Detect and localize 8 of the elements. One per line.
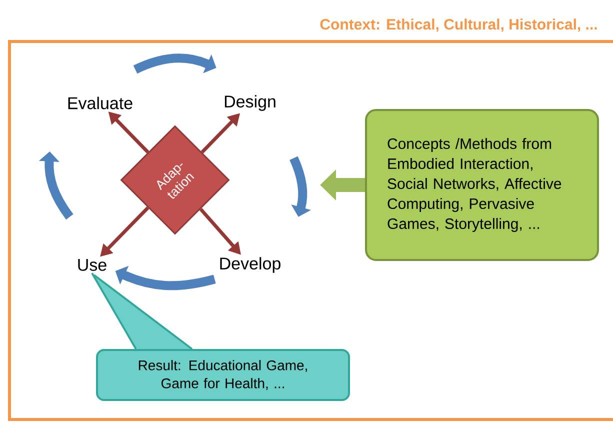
stage-label: Design bbox=[224, 95, 276, 111]
stage-label: Evaluate bbox=[68, 96, 132, 110]
stage-label: Use bbox=[78, 259, 106, 271]
result-callout: Result: Educational Game, Game for Health, ... bbox=[96, 349, 350, 401]
stage-label: Develop bbox=[220, 257, 280, 273]
node-label: Context: Ethical, Cultural, Historical, ... bbox=[320, 18, 597, 32]
concepts-box: Concepts /Methods from Embodied Interaction, Social Networks, Affective Computing, Pervasive Games, Storytelling, ... bbox=[365, 109, 599, 261]
leader-line bbox=[91, 272, 137, 350]
